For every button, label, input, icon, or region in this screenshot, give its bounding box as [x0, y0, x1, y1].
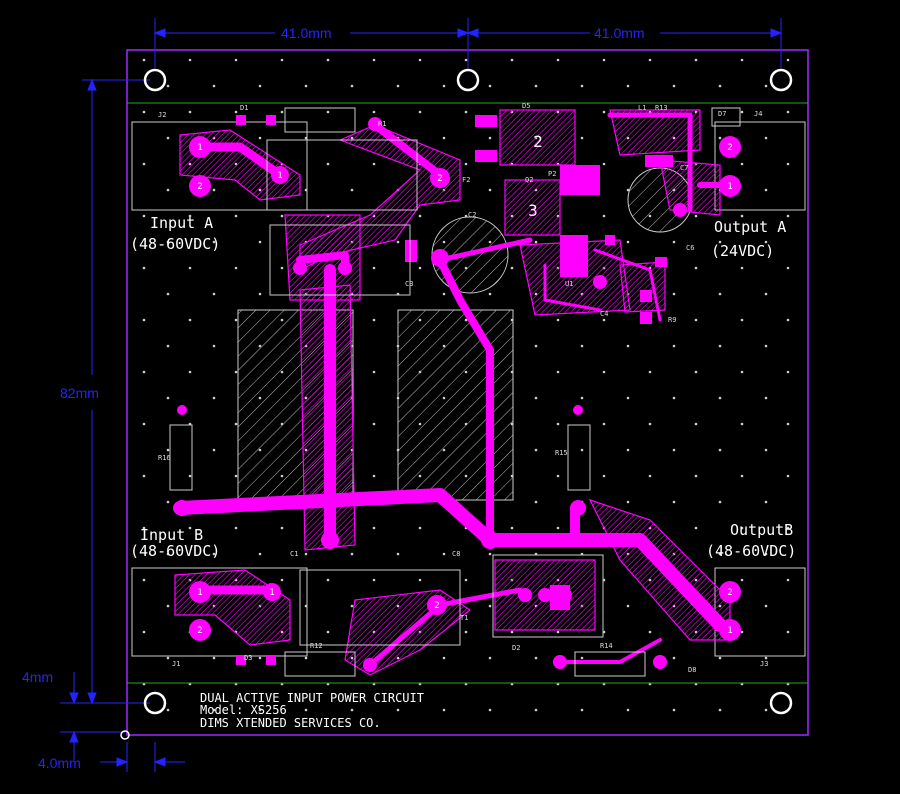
svg-text:J4: J4: [754, 110, 762, 118]
dim-top-right-label: 41.0mm: [594, 25, 645, 41]
svg-text:C3: C3: [405, 280, 413, 288]
connector-labels: Input A (48-60VDC) Input B (48-60VDC) Ou…: [130, 214, 796, 560]
svg-text:R13: R13: [655, 104, 668, 112]
svg-text:3: 3: [528, 201, 538, 220]
output-a-range-label: (24VDC): [711, 242, 774, 260]
svg-text:C6: C6: [686, 244, 694, 252]
svg-text:D7: D7: [718, 110, 726, 118]
through-hole-pads: [174, 117, 741, 672]
svg-text:C4: C4: [600, 310, 608, 318]
svg-text:U1: U1: [565, 280, 573, 288]
svg-text:R16: R16: [158, 454, 171, 462]
svg-text:R15: R15: [555, 449, 568, 457]
dimension-top: [153, 18, 783, 68]
svg-text:P2: P2: [548, 170, 556, 178]
svg-text:2: 2: [533, 132, 543, 151]
svg-text:1: 1: [197, 588, 202, 598]
svg-text:C2: C2: [468, 211, 476, 219]
svg-text:C7: C7: [680, 164, 688, 172]
reference-designators: J2 J1 J3 J4 D1 D3 D2 D5 D7 D8 R1 R12 R14…: [158, 102, 768, 674]
title-line-2: Model: XS256: [200, 703, 287, 717]
title-line-3: DIMS XTENDED SERVICES CO.: [200, 716, 381, 730]
dim-bottom-margin-label: 4mm: [22, 669, 53, 685]
silk-outlines: [169, 107, 741, 677]
svg-text:R9: R9: [668, 316, 676, 324]
svg-text:J3: J3: [760, 660, 768, 668]
dim-height-label: 82mm: [60, 385, 99, 401]
svg-text:2: 2: [197, 626, 202, 636]
svg-text:D8: D8: [688, 666, 696, 674]
svg-text:J2: J2: [158, 111, 166, 119]
svg-text:R14: R14: [600, 642, 613, 650]
svg-text:Q2: Q2: [525, 176, 533, 184]
title-line-1: DUAL ACTIVE INPUT POWER CIRCUIT: [200, 691, 424, 705]
svg-text:2: 2: [437, 174, 442, 184]
svg-text:C1: C1: [290, 550, 298, 558]
svg-text:T1: T1: [460, 614, 468, 622]
pad-numbers: 1 2 1 2 1 2 1 2 2 1 2 1 2 3: [197, 132, 732, 636]
svg-text:1: 1: [727, 626, 732, 636]
input-b-label: Input B: [140, 526, 203, 544]
dim-left-margin-label: 4.0mm: [38, 755, 81, 771]
svg-text:J1: J1: [172, 660, 180, 668]
connector-outlines: [131, 121, 806, 657]
svg-text:D1: D1: [240, 104, 248, 112]
title-block: DUAL ACTIVE INPUT POWER CIRCUIT Model: X…: [200, 691, 424, 730]
svg-text:F2: F2: [462, 176, 470, 184]
svg-text:2: 2: [197, 182, 202, 192]
svg-text:2: 2: [434, 601, 439, 611]
svg-text:D5: D5: [522, 102, 530, 110]
svg-text:2: 2: [727, 143, 732, 153]
svg-text:R1: R1: [378, 120, 386, 128]
dimension-left: [60, 78, 185, 772]
mounting-holes: [143, 68, 793, 715]
smd-pads: [236, 115, 673, 665]
svg-text:2: 2: [727, 588, 732, 598]
output-b-label: OutputB: [730, 521, 793, 539]
svg-text:1: 1: [269, 588, 274, 598]
svg-text:1: 1: [277, 171, 282, 181]
output-a-label: Output A: [714, 218, 786, 236]
svg-text:D2: D2: [512, 644, 520, 652]
svg-text:C8: C8: [452, 550, 460, 558]
svg-text:1: 1: [197, 143, 202, 153]
svg-text:D3: D3: [244, 654, 252, 662]
dim-top-left-label: 41.0mm: [281, 25, 332, 41]
output-b-range-label: (48-60VDC): [706, 542, 796, 560]
origin-marker: [120, 730, 130, 740]
input-a-range-label: (48-60VDC): [130, 235, 220, 253]
input-b-range-label: (48-60VDC): [130, 542, 220, 560]
svg-text:R12: R12: [310, 642, 323, 650]
svg-text:1: 1: [727, 182, 732, 192]
input-a-label: Input A: [150, 214, 213, 232]
svg-text:L1: L1: [638, 104, 646, 112]
